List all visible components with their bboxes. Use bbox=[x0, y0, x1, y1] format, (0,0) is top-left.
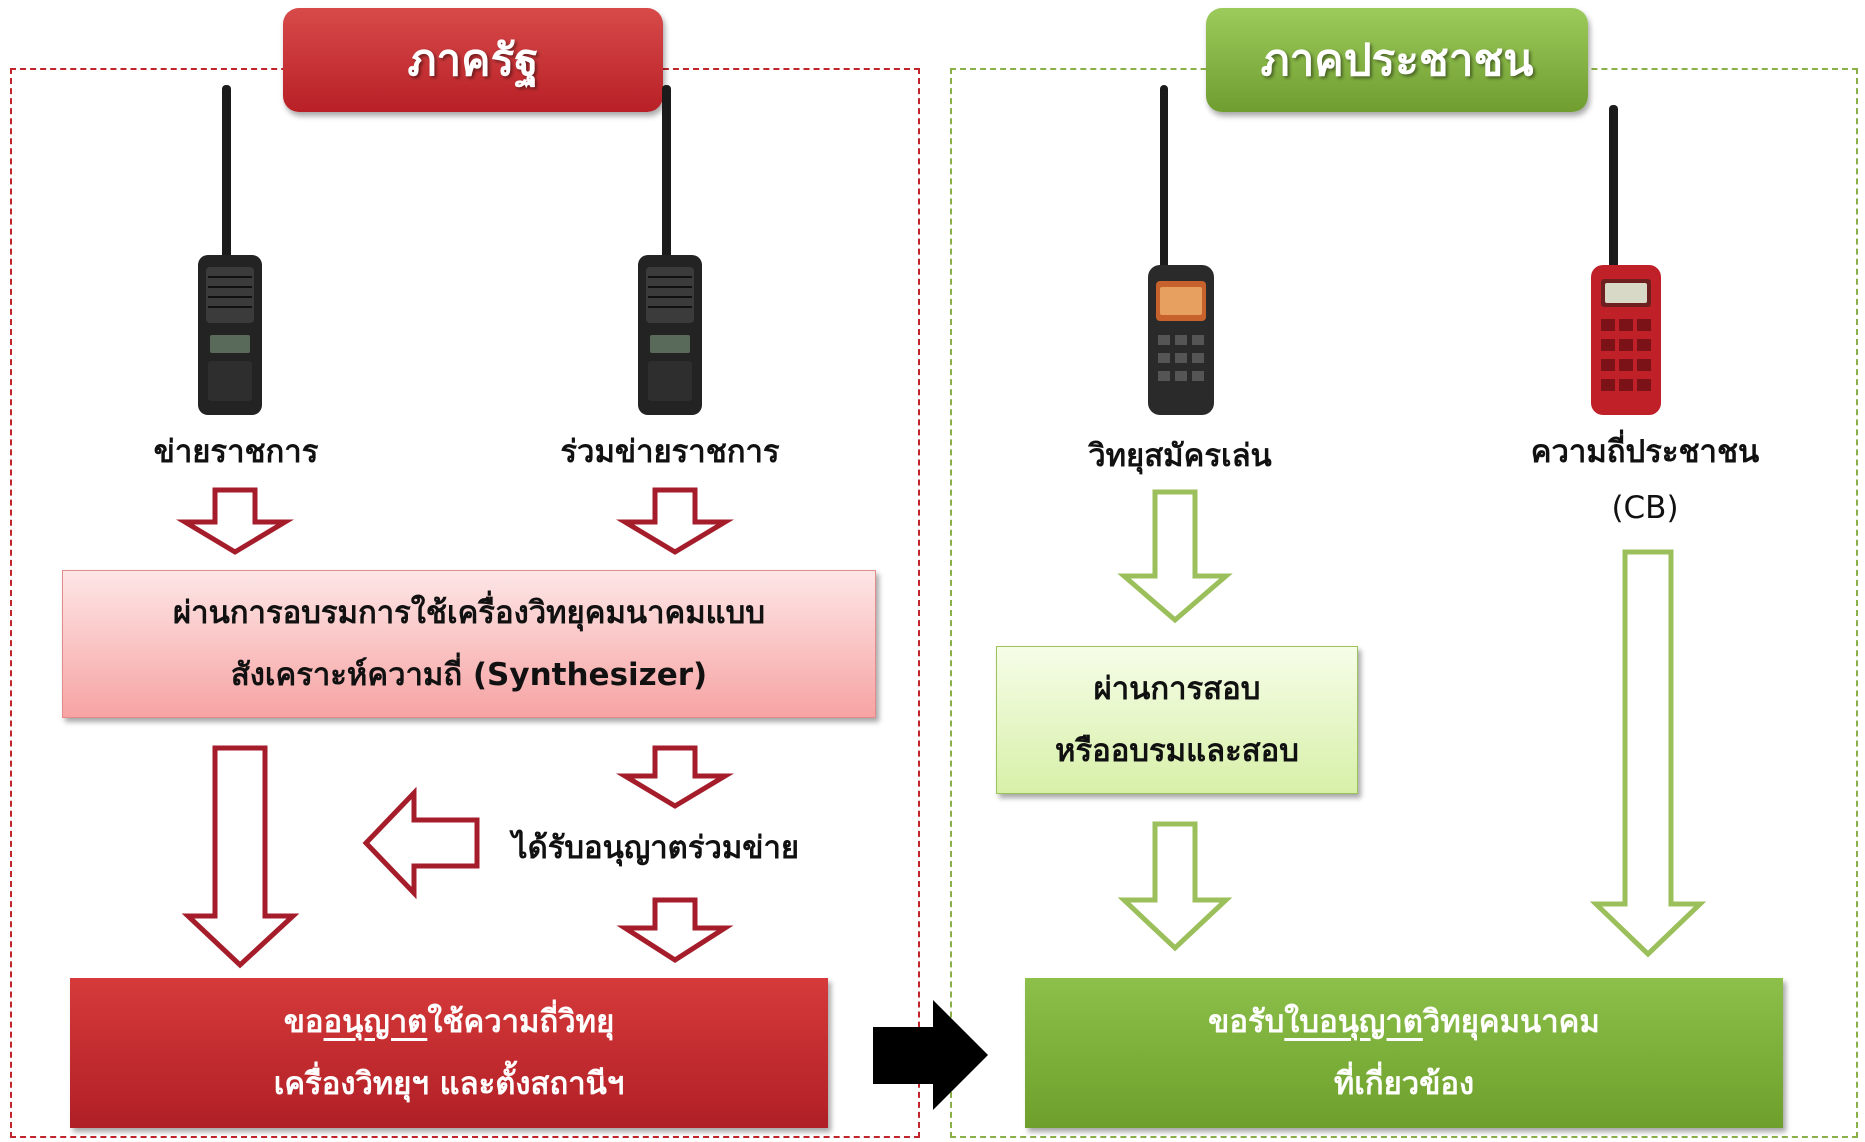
public-license-line-1: ขอรับใบอนุญาตวิทยุคมนาคม bbox=[1208, 991, 1600, 1053]
arrow-right-black bbox=[873, 1000, 988, 1110]
arrow-down-long-state bbox=[181, 745, 300, 969]
state-license-line-1: ขออนุญาตใช้ความถี่วิทยุ bbox=[284, 991, 615, 1053]
exam-box: ผ่านการสอบ หรืออบรมและสอบ bbox=[996, 646, 1358, 794]
state-license-underlined: อนุญาต bbox=[323, 1004, 428, 1040]
training-line-1: ผ่านการอบรมการใช้เครื่องวิทยุคมนาคมแบบ bbox=[173, 595, 765, 631]
arrow-down-joint bbox=[615, 487, 735, 555]
citizen-band-radio-icon bbox=[1591, 105, 1661, 415]
joint-gov-radio-icon bbox=[638, 85, 702, 415]
arrow-down-amateur bbox=[1117, 489, 1233, 624]
state-license-line-2: เครื่องวิทยุฯ และตั้งสถานีฯ bbox=[273, 1066, 625, 1102]
state-license-request-box: ขออนุญาตใช้ความถี่วิทยุ เครื่องวิทยุฯ แล… bbox=[70, 978, 828, 1128]
gov-radio-icon bbox=[198, 85, 262, 415]
public-sector-header: ภาคประชาชน bbox=[1206, 8, 1588, 112]
gov-network-label: ข่ายราชการ bbox=[153, 434, 319, 470]
state-license-suffix: ใช้ความถี่วิทยุ bbox=[427, 1004, 615, 1040]
public-license-line-2: ที่เกี่ยวข้อง bbox=[1333, 1066, 1475, 1102]
exam-line-1: ผ่านการสอบ bbox=[1093, 671, 1261, 707]
arrow-down-joint-3 bbox=[616, 897, 734, 963]
arrow-left-permitted bbox=[362, 786, 480, 900]
state-sector-header: ภาครัฐ bbox=[283, 8, 663, 112]
arrow-down-gov bbox=[175, 487, 295, 555]
state-license-prefix: ขอ bbox=[283, 1004, 324, 1040]
amateur-radio-label: วิทยุสมัครเล่น bbox=[1088, 438, 1272, 474]
arrow-down-joint-2 bbox=[615, 745, 735, 809]
amateur-radio-icon bbox=[1148, 85, 1214, 415]
public-license-suffix: วิทยุคมนาคม bbox=[1422, 1004, 1600, 1040]
public-sector-title: ภาคประชาชน bbox=[1260, 35, 1534, 86]
citizen-band-abbr-label: (CB) bbox=[1611, 490, 1679, 526]
arrow-down-exam bbox=[1117, 821, 1233, 952]
public-license-underlined: ใบอนุญาต bbox=[1284, 1004, 1423, 1040]
joint-gov-network-label: ร่วมข่ายราชการ bbox=[560, 434, 780, 470]
arrow-down-long-cb bbox=[1589, 549, 1707, 958]
citizen-band-label: ความถี่ประชาชน bbox=[1530, 434, 1760, 470]
training-line-2: สังเคราะห์ความถี่ (Synthesizer) bbox=[230, 657, 708, 693]
synthesizer-training-box: ผ่านการอบรมการใช้เครื่องวิทยุคมนาคมแบบ ส… bbox=[62, 570, 876, 718]
joint-network-permitted-label: ได้รับอนุญาตร่วมข่าย bbox=[512, 830, 800, 866]
public-license-request-box: ขอรับใบอนุญาตวิทยุคมนาคม ที่เกี่ยวข้อง bbox=[1025, 978, 1783, 1128]
state-sector-title: ภาครัฐ bbox=[407, 35, 539, 86]
public-license-prefix: ขอรับ bbox=[1208, 1004, 1285, 1040]
exam-line-2: หรืออบรมและสอบ bbox=[1055, 733, 1299, 769]
